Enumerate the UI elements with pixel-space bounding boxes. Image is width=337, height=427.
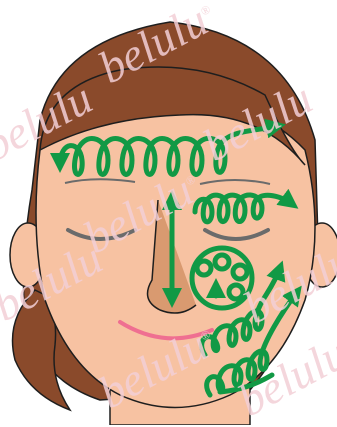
face-massage-illustration bbox=[0, 0, 337, 425]
